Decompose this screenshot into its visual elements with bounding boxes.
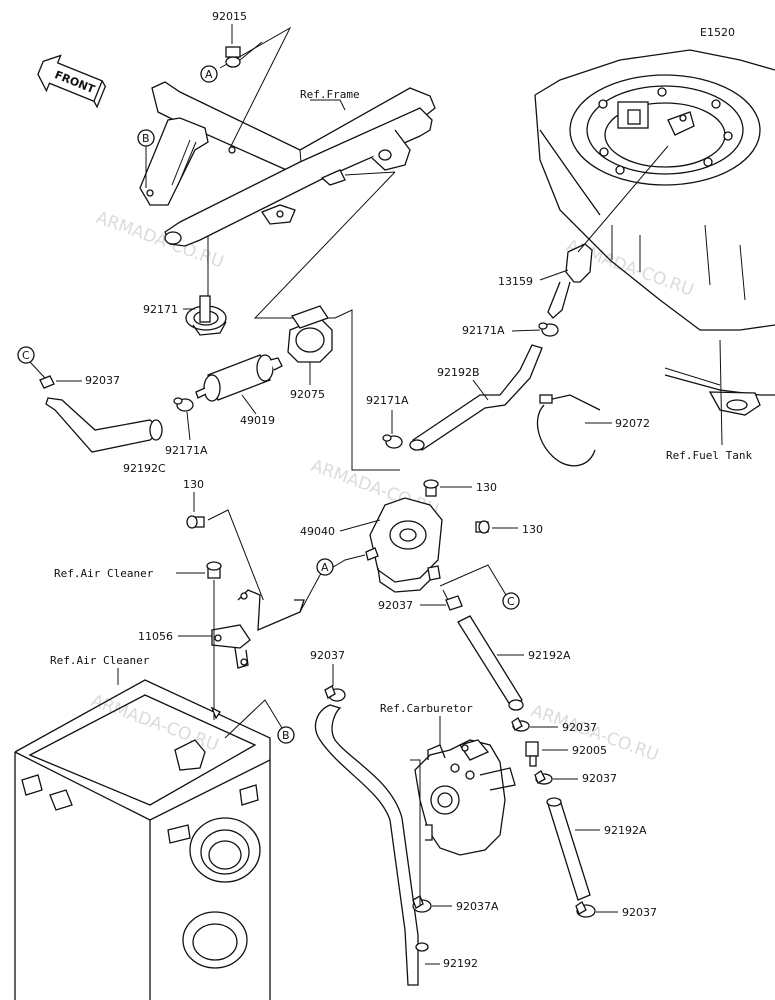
part-92037-mid: 92037 — [378, 599, 413, 612]
part-130-c: 130 — [183, 478, 204, 491]
callout-a-mid: A — [316, 558, 334, 576]
ref-carburetor: Ref.Carburetor — [380, 702, 473, 715]
bolt-130-a — [423, 479, 439, 497]
hose-92192a-lower — [546, 797, 591, 901]
callout-a-top: A — [200, 65, 218, 83]
part-49019: 49019 — [240, 414, 275, 427]
part-92192c: 92192C — [123, 462, 166, 475]
front-arrow: FRONT — [37, 54, 107, 109]
svg-text:B: B — [282, 729, 290, 742]
clip-92037-lower — [324, 685, 346, 702]
ref-fuel-tank: Ref.Fuel Tank — [666, 449, 752, 462]
clip-92037-mid — [445, 595, 463, 611]
part-92171a-mid: 92171A — [366, 394, 409, 407]
fuel-tank — [534, 49, 775, 446]
hose-92192 — [314, 704, 429, 986]
diagram-code: E1520 — [700, 26, 735, 39]
part-92037-bottom: 92037 — [622, 906, 657, 919]
clamp-92171a-mid — [382, 434, 403, 449]
bolt-92015 — [225, 46, 241, 68]
part-92037-r2: 92037 — [582, 772, 617, 785]
clamp-92171a-right — [538, 322, 559, 337]
frame-bracket — [139, 81, 436, 247]
part-92075: 92075 — [290, 388, 325, 401]
holder-92075 — [287, 305, 333, 363]
band-92072 — [536, 394, 601, 467]
carburetor — [410, 739, 516, 905]
ref-air-cleaner-1: Ref.Air Cleaner — [54, 567, 154, 580]
ref-frame: Ref.Frame — [300, 88, 360, 101]
clip-92037-bottom — [575, 901, 596, 918]
callout-b-top: B — [137, 129, 155, 147]
part-13159: 13159 — [498, 275, 533, 288]
svg-text:C: C — [22, 349, 30, 362]
ref-air-cleaner-2: Ref.Air Cleaner — [50, 654, 150, 667]
hose-92192c — [45, 397, 164, 453]
fuel-filter-49019 — [195, 354, 283, 402]
part-130-b: 130 — [522, 523, 543, 536]
fuel-valve-13159 — [547, 243, 593, 319]
bracket-11056 — [211, 589, 305, 669]
part-92037a: 92037A — [456, 900, 499, 913]
clamp-92171a-left — [173, 397, 194, 412]
leaders-top — [219, 26, 400, 471]
part-92037-left: 92037 — [85, 374, 120, 387]
callout-b-lower: B — [277, 726, 295, 744]
bolt-130-c — [186, 515, 205, 529]
part-92192a-1: 92192A — [528, 649, 571, 662]
part-92037-r1: 92037 — [562, 721, 597, 734]
hose-92192b — [409, 344, 543, 451]
part-92171a-right: 92171A — [462, 324, 505, 337]
part-92171: 92171 — [143, 303, 178, 316]
clip-92037-r1 — [511, 717, 530, 732]
part-49040: 49040 — [300, 525, 335, 538]
svg-text:A: A — [321, 561, 329, 574]
watermarks: ARMADA-CO.RU ARMADA-CO.RU ARMADA-CO.RU A… — [88, 208, 696, 766]
part-92192b: 92192B — [437, 366, 480, 379]
clip-92037-left — [39, 375, 55, 389]
clip-92037-r2 — [534, 770, 553, 785]
hose-92192a-upper — [457, 615, 524, 711]
bolt-air-cleaner — [206, 561, 222, 579]
svg-text:C: C — [507, 595, 515, 608]
part-130-a: 130 — [476, 481, 497, 494]
part-92192: 92192 — [443, 957, 478, 970]
air-cleaner — [14, 679, 271, 1000]
part-92037-lower: 92037 — [310, 649, 345, 662]
part-92005: 92005 — [572, 744, 607, 757]
part-92192a-2: 92192A — [604, 824, 647, 837]
fitting-92005 — [525, 741, 539, 767]
part-92015: 92015 — [212, 10, 247, 23]
callout-c-left: C — [17, 346, 35, 364]
part-11056: 11056 — [138, 630, 173, 643]
clip-92037a — [412, 895, 432, 913]
svg-text:A: A — [205, 68, 213, 81]
fuel-pump-49040 — [365, 497, 443, 593]
svg-text:B: B — [142, 132, 150, 145]
clamp-92171 — [185, 295, 227, 336]
part-92171a-left: 92171A — [165, 444, 208, 457]
part-92072: 92072 — [615, 417, 650, 430]
callout-c-mid: C — [502, 592, 520, 610]
bolt-130-b — [475, 520, 490, 534]
